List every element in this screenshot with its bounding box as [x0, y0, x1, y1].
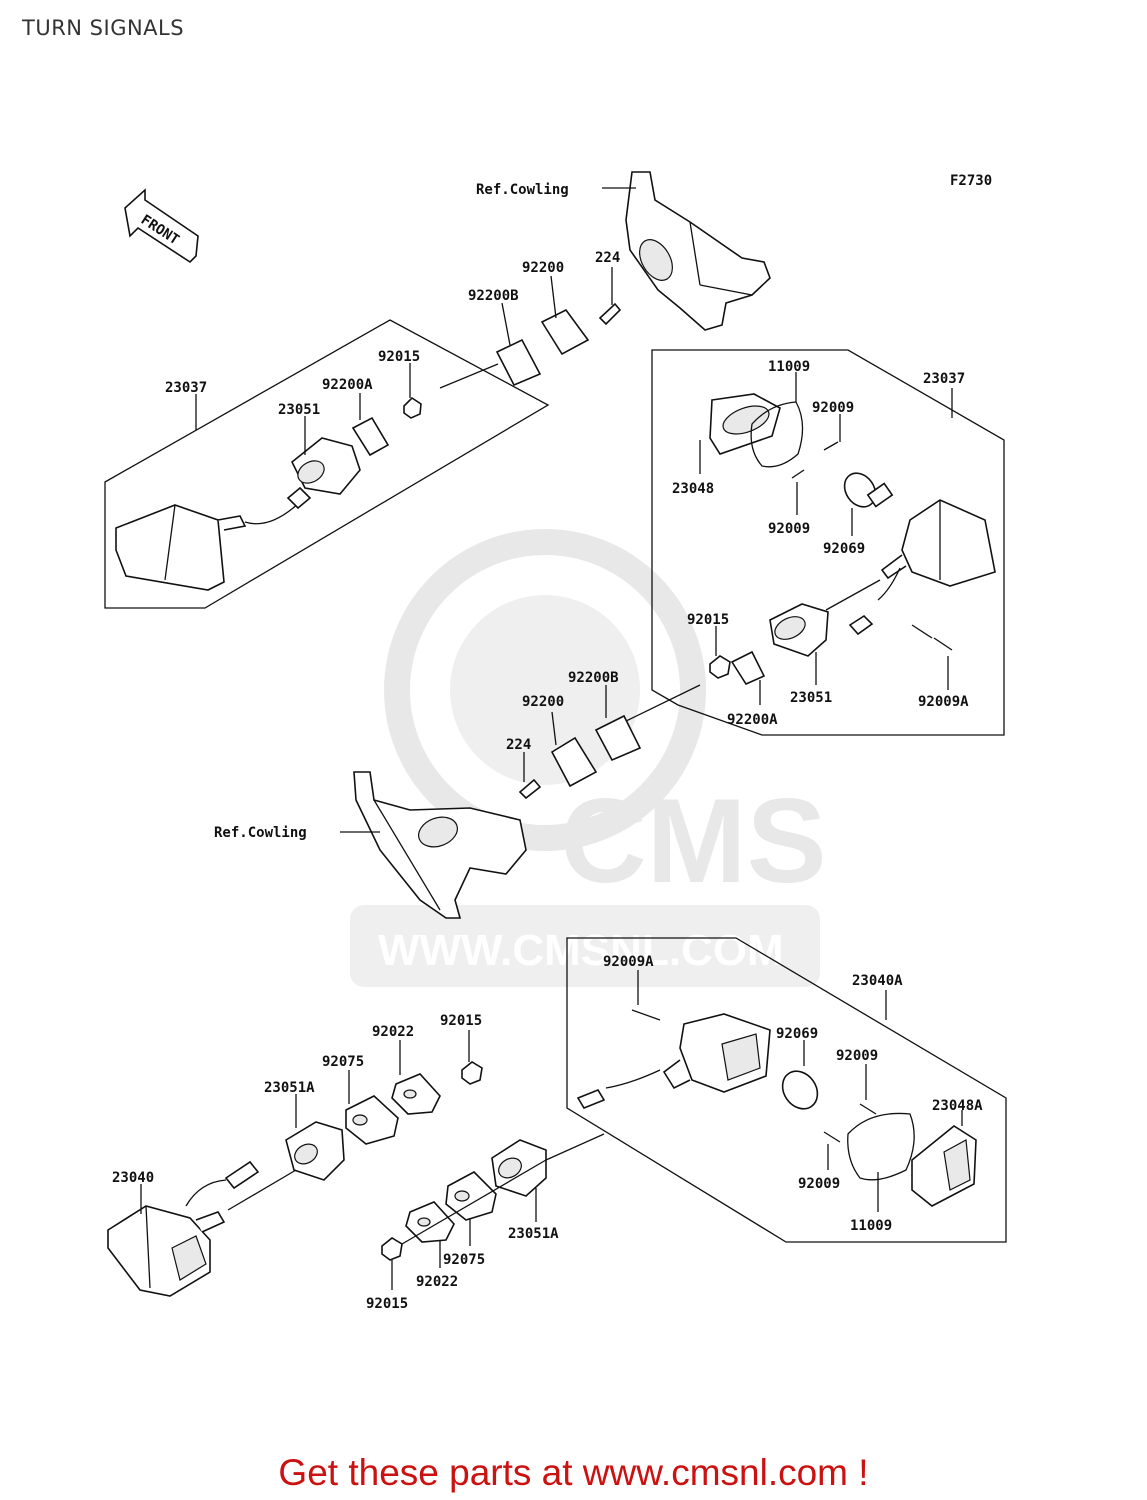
watermark: CMS WWW.CMSNL.COM [350, 529, 827, 987]
turn-signal-low-right [576, 1013, 771, 1109]
label-92015-mid: 92015 [687, 612, 729, 628]
label-92200a-left: 92200A [322, 377, 373, 393]
holder-23051a-mid [491, 1139, 547, 1197]
label-92069-right: 92069 [823, 541, 865, 557]
bolt-224-top [598, 302, 622, 326]
nut-92015-low1 [461, 1061, 483, 1085]
label-23040: 23040 [112, 1170, 154, 1186]
grommet-92075-bot [445, 1171, 497, 1221]
label-23048a: 23048A [932, 1098, 983, 1114]
lens-23048a [911, 1125, 977, 1207]
label-92015-bot: 92015 [366, 1296, 408, 1312]
plate-92200b-top [495, 338, 542, 387]
label-92009-low2: 92009 [798, 1176, 840, 1192]
bulb-92069-right [843, 472, 894, 508]
watermark-brand: CMS [560, 774, 827, 908]
nut-92015-top [403, 396, 422, 419]
label-92200a-right: 92200A [727, 712, 778, 728]
label-92200b-mid: 92200B [568, 670, 619, 686]
label-23051a-left: 23051A [264, 1080, 315, 1096]
label-92022-top: 92022 [372, 1024, 414, 1040]
holder-23051-right [769, 603, 829, 657]
footer-promo-text[interactable]: Get these parts at www.cmsnl.com ! [278, 1452, 869, 1493]
grommet-92075-top [345, 1095, 399, 1145]
cowling-bracket-top [625, 171, 771, 331]
label-92022-bot: 92022 [416, 1274, 458, 1290]
label-92200b-top: 92200B [468, 288, 519, 304]
label-92200-top: 92200 [522, 260, 564, 276]
label-23051-left: 23051 [278, 402, 320, 418]
holder-23051a-left [285, 1121, 345, 1181]
label-ref-cowling-mid: Ref.Cowling [214, 825, 307, 841]
bulb-92069-low [781, 1070, 819, 1110]
screw-92009a-low [631, 1009, 661, 1021]
label-11009-right: 11009 [768, 359, 810, 375]
label-224-top: 224 [595, 250, 620, 266]
label-ref-cowling-top: Ref.Cowling [476, 182, 569, 198]
label-11009-low: 11009 [850, 1218, 892, 1234]
front-arrow-marker: FRONT [124, 188, 199, 264]
cowling-bracket-mid [353, 771, 527, 919]
label-92075-top: 92075 [322, 1054, 364, 1070]
label-224-mid: 224 [506, 737, 531, 753]
label-92015-top: 92015 [378, 349, 420, 365]
screw-92009-low2 [823, 1131, 841, 1143]
nut-92015-mid [709, 655, 731, 679]
plate-92022-top [391, 1073, 441, 1115]
turn-signal-low-left [107, 1160, 260, 1297]
gasket-92200-top [540, 308, 590, 356]
label-92009-r2: 92009 [768, 521, 810, 537]
label-92009-r1: 92009 [812, 400, 854, 416]
plate-92200a-right [730, 650, 766, 686]
lens-23048 [709, 393, 781, 455]
watermark-url: WWW.CMSNL.COM [378, 926, 784, 975]
figure-code: F2730 [950, 173, 992, 189]
screw-92009-r1 [823, 441, 839, 451]
screw-92009a-right [933, 637, 953, 651]
screw-92009-low1 [859, 1103, 877, 1115]
page-title: TURN SIGNALS [22, 16, 185, 40]
gasket-11009-right [750, 401, 804, 468]
turn-signal-left [115, 486, 312, 591]
label-92009a-right: 92009A [918, 694, 969, 710]
gasket-92200-mid [550, 736, 598, 788]
label-23037-right: 23037 [923, 371, 965, 387]
label-23040a: 23040A [852, 973, 903, 989]
label-23048: 23048 [672, 481, 714, 497]
plate-92022-bot [405, 1201, 455, 1243]
plate-92200a-left [351, 416, 390, 457]
label-92075-bot: 92075 [443, 1252, 485, 1268]
plate-92200b-mid [594, 714, 642, 762]
holder-23051-left [290, 437, 361, 495]
screw-92009-r2 [791, 469, 805, 479]
label-92009-low1: 92009 [836, 1048, 878, 1064]
label-92009a-low: 92009A [603, 954, 654, 970]
nut-92015-bot [381, 1237, 403, 1261]
bolt-224-mid [518, 778, 542, 800]
label-23051-right: 23051 [790, 690, 832, 706]
label-23051a-mid: 23051A [508, 1226, 559, 1242]
turn-signal-right [848, 499, 996, 636]
label-92200-mid: 92200 [522, 694, 564, 710]
label-23037-left: 23037 [165, 380, 207, 396]
gasket-11009-low [847, 1112, 915, 1181]
label-92015-low1: 92015 [440, 1013, 482, 1029]
label-92069-low: 92069 [776, 1026, 818, 1042]
